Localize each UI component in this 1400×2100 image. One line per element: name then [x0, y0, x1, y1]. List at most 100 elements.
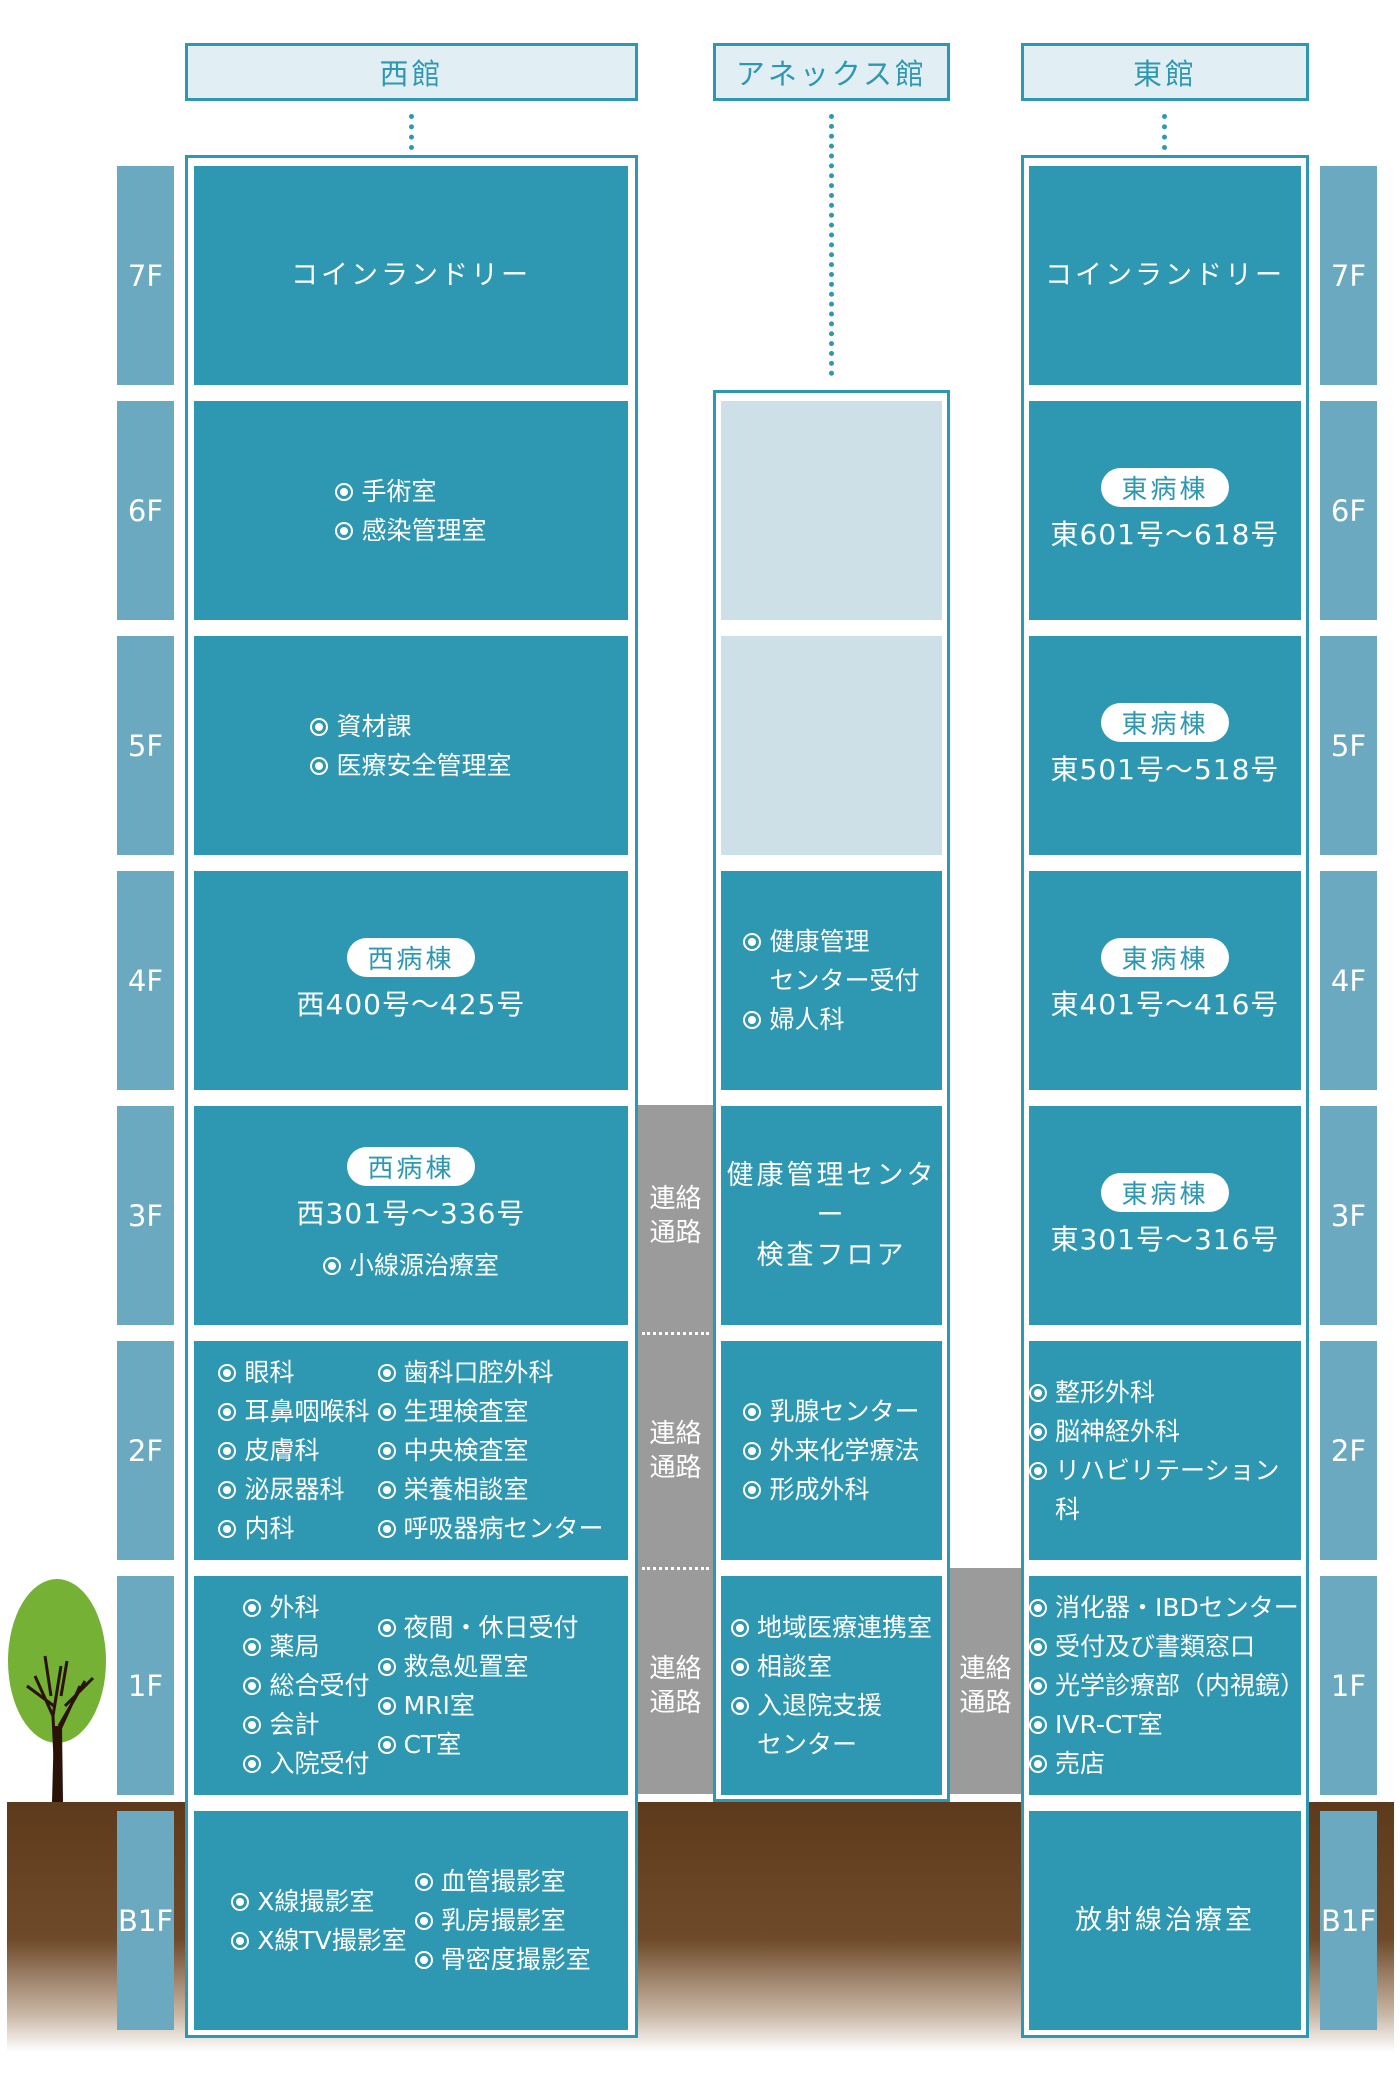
room-item: 乳房撮影室	[414, 1901, 591, 1940]
bullet-icon	[243, 1677, 262, 1695]
room-item: 生理検査室	[377, 1392, 604, 1431]
room-item: MRI室	[377, 1686, 579, 1725]
bullet-icon	[1029, 1755, 1047, 1773]
room-list: 資材課医療安全管理室	[310, 707, 512, 785]
bullet-icon	[377, 1618, 396, 1637]
ward-badge: 東病棟	[1101, 703, 1229, 742]
room-item: 栄養相談室	[377, 1470, 604, 1509]
bullet-icon	[730, 1696, 749, 1715]
bullet-icon	[1029, 1461, 1047, 1480]
bullet-icon	[1029, 1422, 1047, 1441]
room-item: 歯科口腔外科	[377, 1353, 604, 1392]
room-name: 会計	[269, 1710, 320, 1739]
room-item: 健康管理 センター受付	[743, 922, 920, 1000]
room-item: 呼吸器病センター	[377, 1509, 604, 1548]
room-name: 救急処置室	[403, 1651, 529, 1681]
room-list: 乳腺センター外来化学療法形成外科	[743, 1392, 920, 1509]
room-name: 乳房撮影室	[440, 1906, 566, 1935]
floor-label-right: 1F	[1320, 1576, 1377, 1795]
bullet-icon	[730, 1657, 749, 1676]
room-name: 夜間・休日受付	[403, 1612, 579, 1642]
room-item: 地域医療連携室	[730, 1608, 932, 1647]
bullet-icon	[218, 1442, 237, 1460]
corridor-label: 連絡 通路	[649, 1183, 702, 1248]
room-name: 脳神経外科	[1055, 1416, 1181, 1446]
room-columns: 眼科耳鼻咽喉科皮膚科泌尿器科内科歯科口腔外科生理検査室中央検査室栄養相談室呼吸器…	[218, 1353, 604, 1548]
room-name: IVR-CT室	[1055, 1710, 1163, 1739]
room-item: 資材課	[310, 707, 511, 746]
bullet-icon	[377, 1364, 396, 1382]
bullet-icon	[1029, 1677, 1047, 1695]
room-name: 婦人科	[769, 1005, 845, 1034]
header-east: 東館	[1021, 43, 1309, 101]
room-name: 入退院支援 センター	[756, 1690, 882, 1759]
room-name: 相談室	[756, 1651, 832, 1681]
room-list: 健康管理 センター受付婦人科	[743, 922, 920, 1039]
east-cell-5F: 東病棟東501号～518号	[1029, 636, 1301, 855]
west-cell-7F: コインランドリー	[194, 166, 628, 385]
room-name: 整形外科	[1055, 1377, 1156, 1407]
room-name: CT室	[403, 1729, 462, 1759]
ward-badge: 東病棟	[1101, 468, 1229, 507]
room-name: 消化器・IBDセンター	[1055, 1593, 1299, 1622]
room-item: リハビリテーション科	[1029, 1451, 1301, 1529]
room-list: 地域医療連携室相談室入退院支援 センター	[730, 1608, 932, 1764]
west-cell-2F: 眼科耳鼻咽喉科皮膚科泌尿器科内科歯科口腔外科生理検査室中央検査室栄養相談室呼吸器…	[194, 1341, 628, 1560]
bullet-icon	[743, 1481, 762, 1499]
room-item: 光学診療部（内視鏡）	[1029, 1666, 1306, 1705]
room-name: 耳鼻咽喉科	[244, 1397, 370, 1426]
annex-cell-3F: 健康管理センター 検査フロア	[721, 1106, 942, 1325]
east-cell-B1F: 放射線治療室	[1029, 1811, 1301, 2030]
corridor-west-annex	[638, 1105, 713, 1794]
header-annex: アネックス館	[713, 43, 950, 101]
room-item: 入院受付	[243, 1744, 370, 1783]
room-item: 泌尿器科	[218, 1470, 369, 1509]
connector-west	[409, 114, 414, 150]
room-columns: 健康管理 センター受付婦人科	[743, 922, 920, 1039]
floor-label-right: 5F	[1320, 636, 1377, 855]
room-name: 感染管理室	[361, 515, 487, 545]
floor-label-left: 7F	[117, 166, 174, 385]
room-item: 骨密度撮影室	[414, 1940, 591, 1979]
corridor-label: 連絡 通路	[959, 1653, 1012, 1718]
room-item: 眼科	[218, 1353, 369, 1392]
bullet-icon	[414, 1912, 433, 1930]
west-cell-3F: 西病棟西301号～336号小線源治療室	[194, 1106, 628, 1325]
room-range: 東601号～618号	[1050, 518, 1280, 551]
bullet-icon	[1029, 1599, 1047, 1617]
room-name: 光学診療部（内視鏡）	[1055, 1671, 1306, 1700]
room-name: 売店	[1055, 1749, 1106, 1778]
room-list: 小線源治療室	[322, 1246, 499, 1285]
room-item: 救急処置室	[377, 1647, 579, 1686]
bullet-icon	[377, 1481, 396, 1499]
room-title: コインランドリー	[1045, 259, 1285, 291]
east-cell-6F: 東病棟東601号～618号	[1029, 401, 1301, 620]
bullet-icon	[730, 1618, 749, 1637]
room-item: 血管撮影室	[414, 1862, 591, 1901]
bullet-icon	[377, 1403, 396, 1421]
room-name: リハビリテーション科	[1055, 1455, 1280, 1524]
corridor-label: 連絡 通路	[649, 1418, 702, 1483]
room-name: 泌尿器科	[244, 1475, 345, 1504]
room-item: 夜間・休日受付	[377, 1608, 579, 1647]
room-name: 入院受付	[269, 1749, 370, 1778]
room-item: 総合受付	[243, 1666, 370, 1705]
floor-label-left: 5F	[117, 636, 174, 855]
room-list: 血管撮影室乳房撮影室骨密度撮影室	[414, 1862, 591, 1979]
room-name: 栄養相談室	[403, 1475, 529, 1504]
room-item: 乳腺センター	[743, 1392, 920, 1431]
room-name: 健康管理 センター受付	[769, 927, 920, 995]
room-item: 整形外科	[1029, 1373, 1301, 1412]
room-range: 東301号～316号	[1050, 1223, 1280, 1256]
room-name: 眼科	[244, 1358, 295, 1387]
room-item: 皮膚科	[218, 1431, 369, 1470]
annex-cell-5F	[721, 636, 942, 855]
floor-label-right: B1F	[1320, 1811, 1377, 2030]
bullet-icon	[377, 1696, 396, 1715]
room-list: 整形外科脳神経外科リハビリテーション科	[1029, 1373, 1301, 1529]
room-item: 会計	[243, 1705, 369, 1744]
room-columns: 地域医療連携室相談室入退院支援 センター	[730, 1608, 932, 1764]
